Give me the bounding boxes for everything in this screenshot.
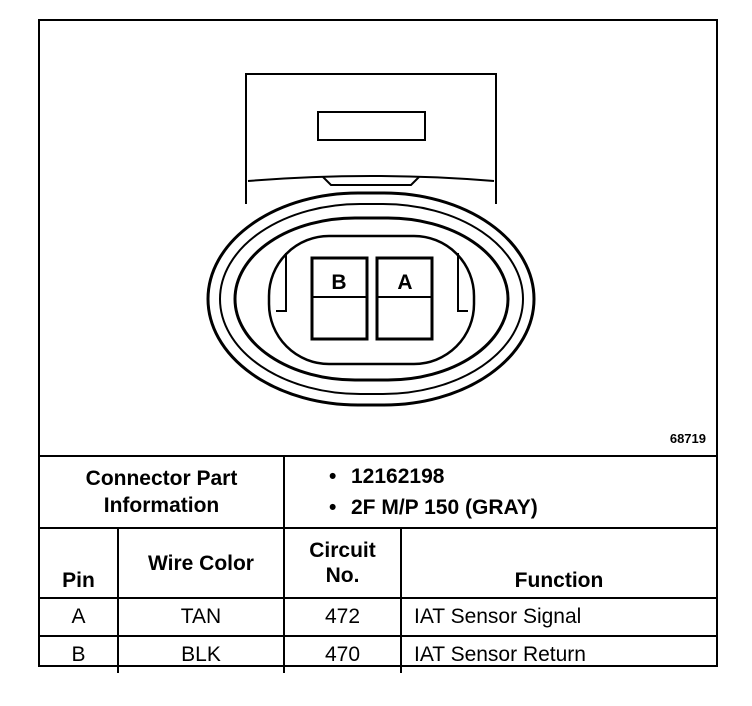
connector-left-key	[276, 253, 287, 312]
header-function: Function	[399, 527, 717, 599]
terminal-housing-a	[375, 256, 434, 341]
connector-figure: B A 68719 Connector Part Information • 12…	[38, 19, 718, 673]
connector-right-key	[457, 253, 468, 312]
connector-part-list: • 12162198 • 2F M/P 150 (GRAY)	[282, 457, 717, 529]
terminal-housing-b	[310, 256, 369, 341]
connector-ridge	[247, 175, 495, 182]
connector-part-heading-line1: Connector Part	[85, 467, 238, 490]
list-item: • 12162198	[329, 461, 716, 492]
table-row: A TAN 472 IAT Sensor Signal	[40, 597, 717, 637]
connector-latch-housing	[245, 73, 497, 204]
bullet-icon: •	[329, 496, 337, 519]
table-header-row: Pin Wire Color Circuit No. Function	[40, 527, 717, 599]
connector-cavity	[267, 234, 476, 366]
connector-part-heading: Connector Part Information	[40, 457, 285, 529]
wire-color-cell: BLK	[117, 635, 285, 673]
list-item: • 2F M/P 150 (GRAY)	[329, 492, 716, 523]
circuit-cell: 472	[283, 597, 402, 637]
table-row: B BLK 470 IAT Sensor Return	[40, 635, 717, 673]
wire-color-cell: TAN	[117, 597, 285, 637]
header-pin: Pin	[40, 527, 119, 599]
header-wire-color: Wire Color	[117, 527, 285, 599]
connector-face	[233, 216, 510, 382]
pin-cell: A	[40, 597, 119, 637]
connector-drawing: B A	[206, 73, 536, 407]
function-cell: IAT Sensor Signal	[399, 597, 717, 637]
header-circuit-no: Circuit No.	[283, 527, 402, 599]
pin-label-b: B	[331, 271, 346, 294]
pin-label-a: A	[397, 271, 412, 294]
connector-latch-slot	[317, 111, 426, 141]
connector-info-table: Connector Part Information • 12162198 • 2F…	[40, 457, 717, 673]
part-number: 12162198	[351, 465, 445, 488]
connector-drawing-area: B A 68719	[40, 21, 716, 457]
header-circuit-line1: Circuit	[309, 539, 376, 562]
pin-cell: B	[40, 635, 119, 673]
header-circuit-line2: No.	[325, 564, 360, 587]
connector-description: 2F M/P 150 (GRAY)	[351, 496, 538, 519]
figure-number: 68719	[669, 431, 706, 446]
function-cell: IAT Sensor Return	[399, 635, 717, 673]
circuit-cell: 470	[283, 635, 402, 673]
connector-outer-shell-inner	[219, 203, 524, 395]
connector-part-heading-line2: Information	[103, 494, 220, 517]
connector-part-row: Connector Part Information • 12162198 • 2F…	[40, 457, 717, 529]
connector-outer-shell	[206, 191, 536, 407]
bullet-icon: •	[329, 465, 337, 488]
